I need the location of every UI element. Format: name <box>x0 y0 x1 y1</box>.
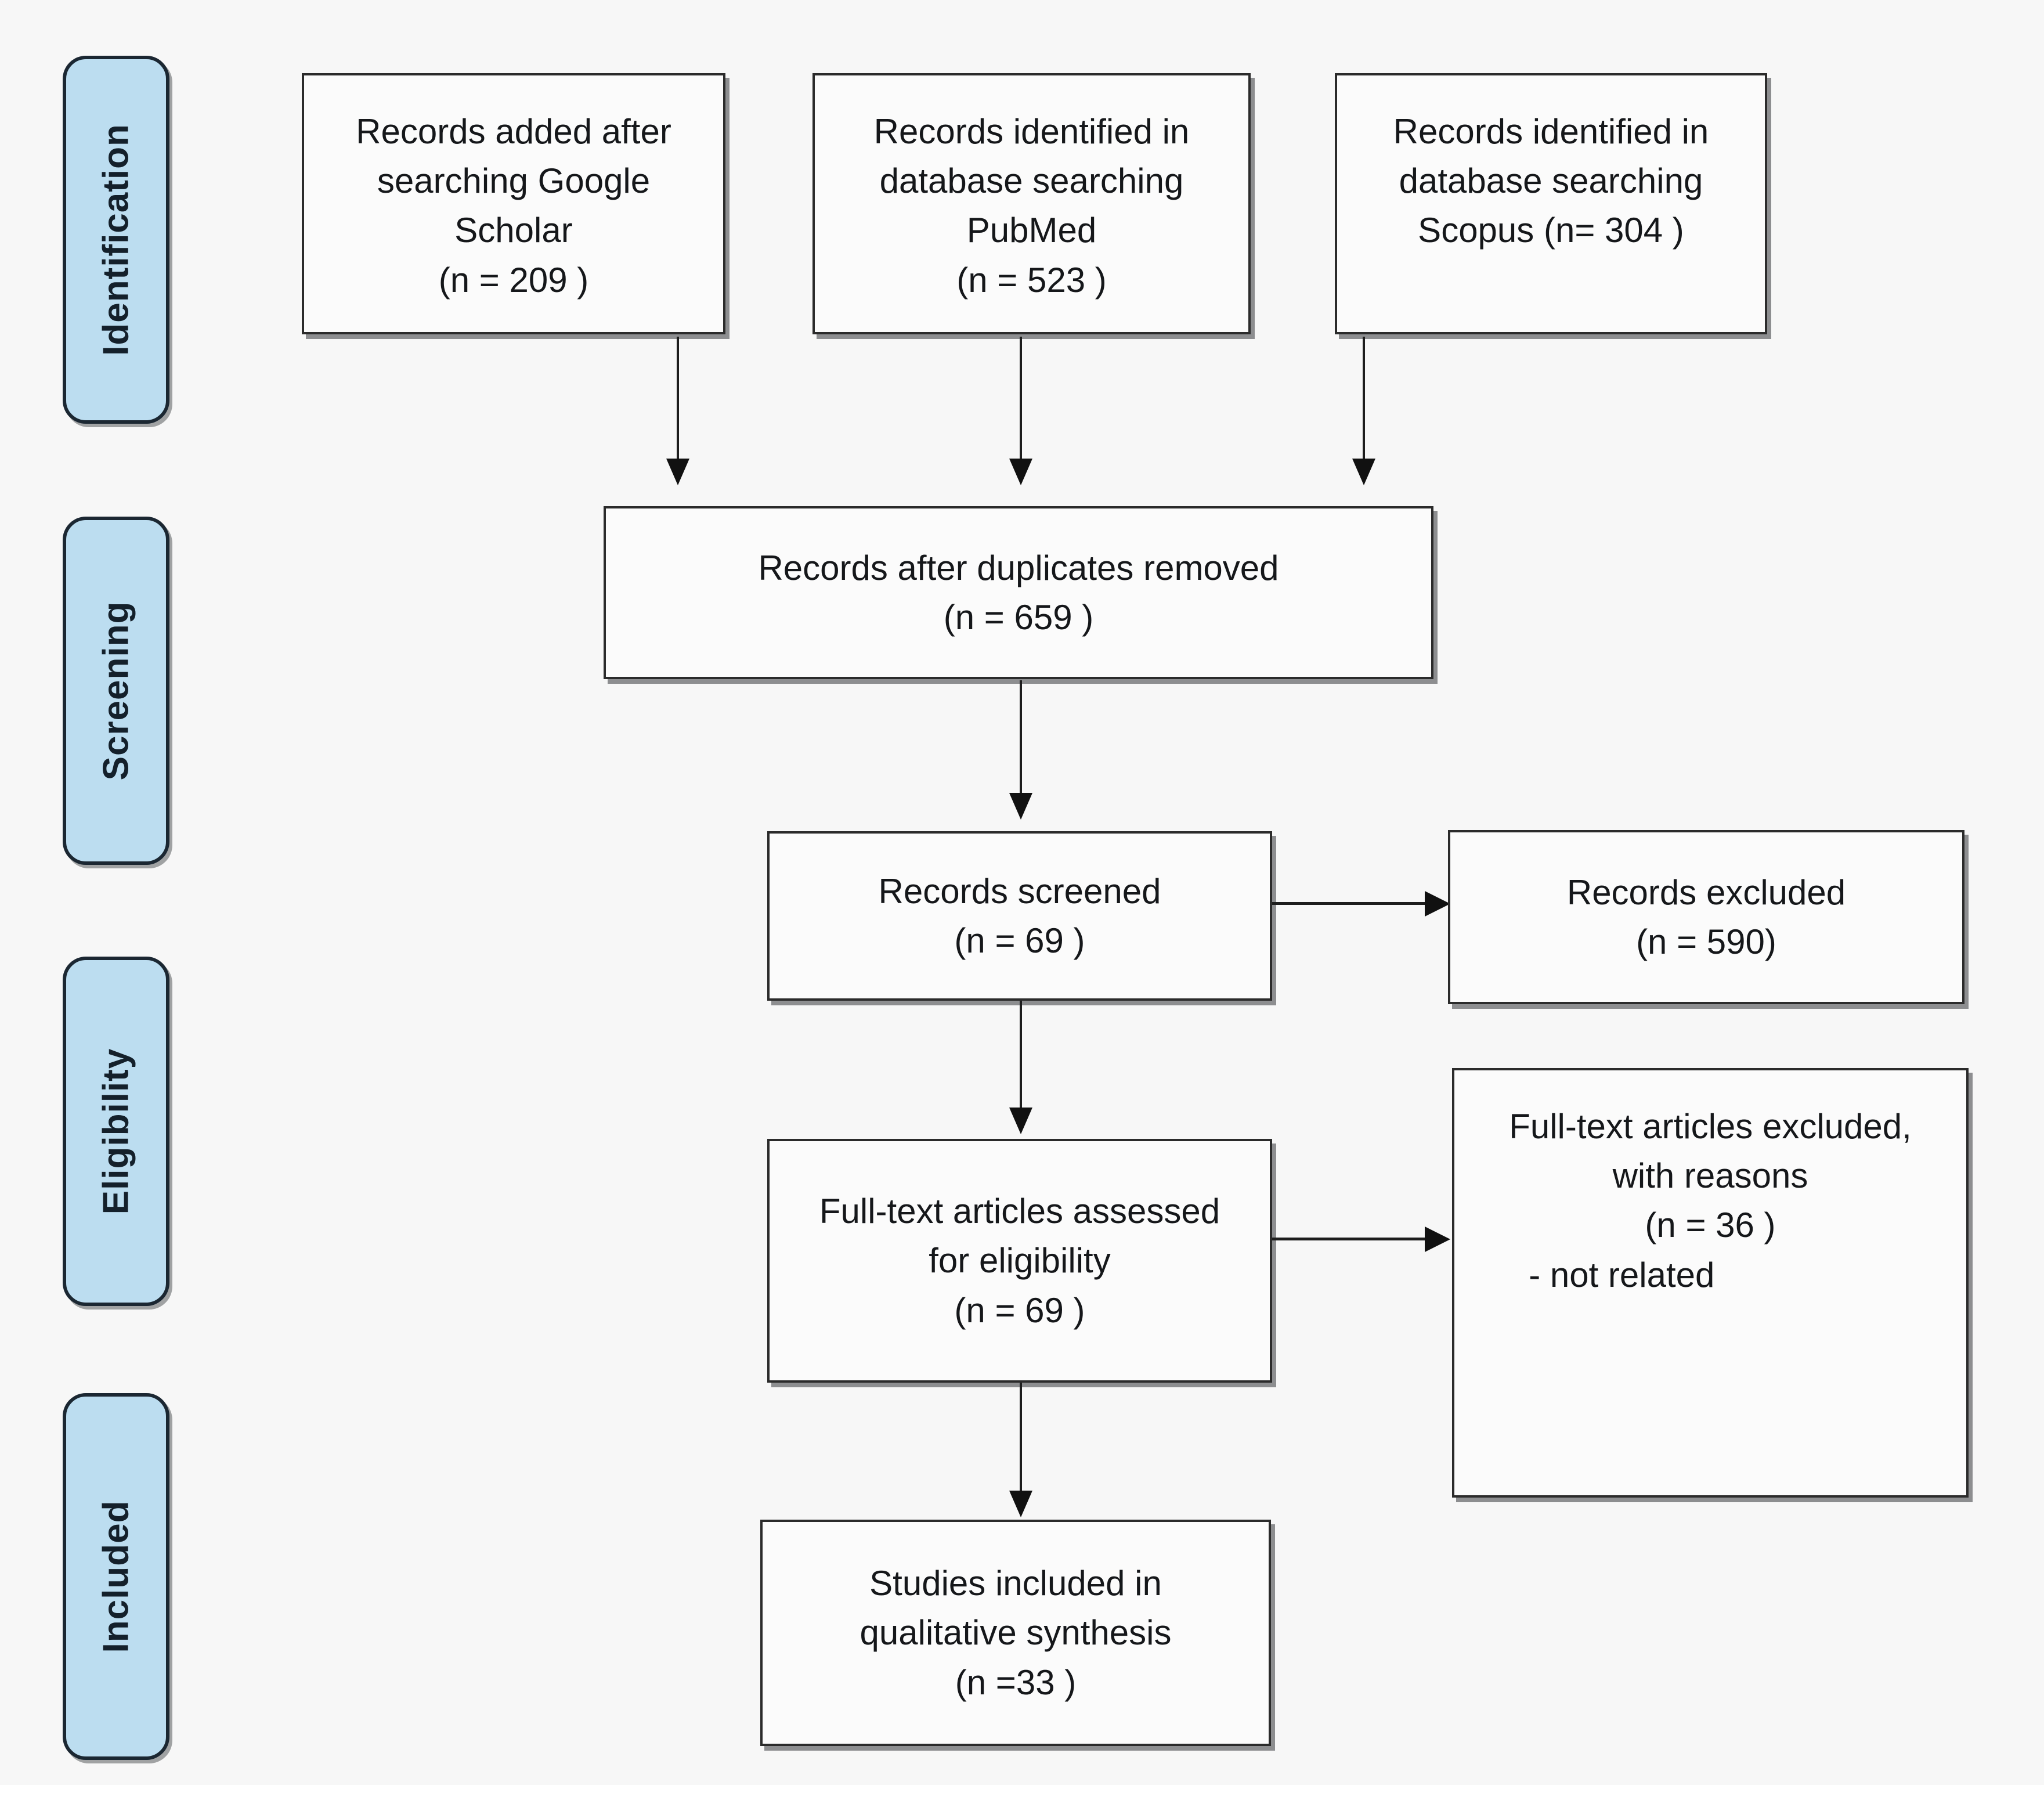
arrowhead-screened-to-fulltext <box>1009 1108 1032 1134</box>
stage-label-included: Included <box>96 1500 136 1653</box>
connector-fulltext-to-excluded <box>1272 1238 1429 1240</box>
box-pubmed-text: Records identified in database searching… <box>873 112 1190 300</box>
box-fulltext-excluded-text: Full-text articles excluded, with reason… <box>1494 1102 1927 1300</box>
connector-screened-to-excluded <box>1272 902 1429 905</box>
connector-google-scholar-to-duplicates <box>677 337 679 464</box>
arrowhead-pubmed-to-duplicates <box>1009 459 1032 485</box>
arrowhead-google-scholar-to-duplicates <box>666 459 689 485</box>
box-fulltext-assessed-text: Full-text articles assessed for eligibil… <box>819 1192 1220 1330</box>
stage-badge-included: Included <box>63 1393 169 1760</box>
connector-fulltext-to-included <box>1020 1383 1022 1494</box>
stage-label-identification: Identification <box>96 124 136 356</box>
box-scopus-text: Records identified in database searching… <box>1393 112 1709 250</box>
box-records-screened: Records screened (n = 69 ) <box>767 831 1272 1001</box>
connector-scopus-to-duplicates <box>1363 337 1365 464</box>
arrowhead-scopus-to-duplicates <box>1352 459 1375 485</box>
box-duplicates-removed: Records after duplicates removed (n = 65… <box>604 506 1433 679</box>
box-scopus: Records identified in database searching… <box>1335 73 1767 334</box>
stage-label-eligibility: Eligibility <box>96 1048 136 1215</box>
box-studies-included-text: Studies included in qualitative synthesi… <box>860 1564 1172 1702</box>
stage-badge-screening: Screening <box>63 517 169 865</box>
box-google-scholar: Records added after searching Google Sch… <box>302 73 725 334</box>
arrowhead-fulltext-to-included <box>1009 1491 1032 1517</box>
stage-badge-eligibility: Eligibility <box>63 957 169 1306</box>
box-fulltext-assessed: Full-text articles assessed for eligibil… <box>767 1139 1272 1383</box>
box-fulltext-excluded-main: Full-text articles excluded, with reason… <box>1509 1107 1912 1245</box>
box-google-scholar-text: Records added after searching Google Sch… <box>356 112 671 300</box>
box-duplicates-removed-text: Records after duplicates removed (n = 65… <box>758 548 1279 637</box>
box-records-excluded-text: Records excluded (n = 590) <box>1566 872 1846 961</box>
box-records-excluded: Records excluded (n = 590) <box>1448 830 1964 1004</box>
box-fulltext-excluded: Full-text articles excluded, with reason… <box>1452 1068 1969 1498</box>
stage-label-screening: Screening <box>96 601 136 781</box>
box-fulltext-excluded-reason: - not related <box>1529 1255 1715 1294</box>
connector-screened-to-fulltext <box>1020 1001 1022 1111</box>
arrowhead-fulltext-to-excluded <box>1425 1227 1450 1252</box>
arrowhead-duplicates-to-screened <box>1009 793 1032 820</box>
connector-pubmed-to-duplicates <box>1020 337 1022 464</box>
box-records-screened-text: Records screened (n = 69 ) <box>878 871 1161 960</box>
box-studies-included: Studies included in qualitative synthesi… <box>760 1520 1271 1746</box>
arrowhead-screened-to-excluded <box>1425 891 1450 917</box>
box-pubmed: Records identified in database searching… <box>812 73 1251 334</box>
stage-badge-identification: Identification <box>63 56 169 424</box>
connector-duplicates-to-screened <box>1020 680 1022 796</box>
